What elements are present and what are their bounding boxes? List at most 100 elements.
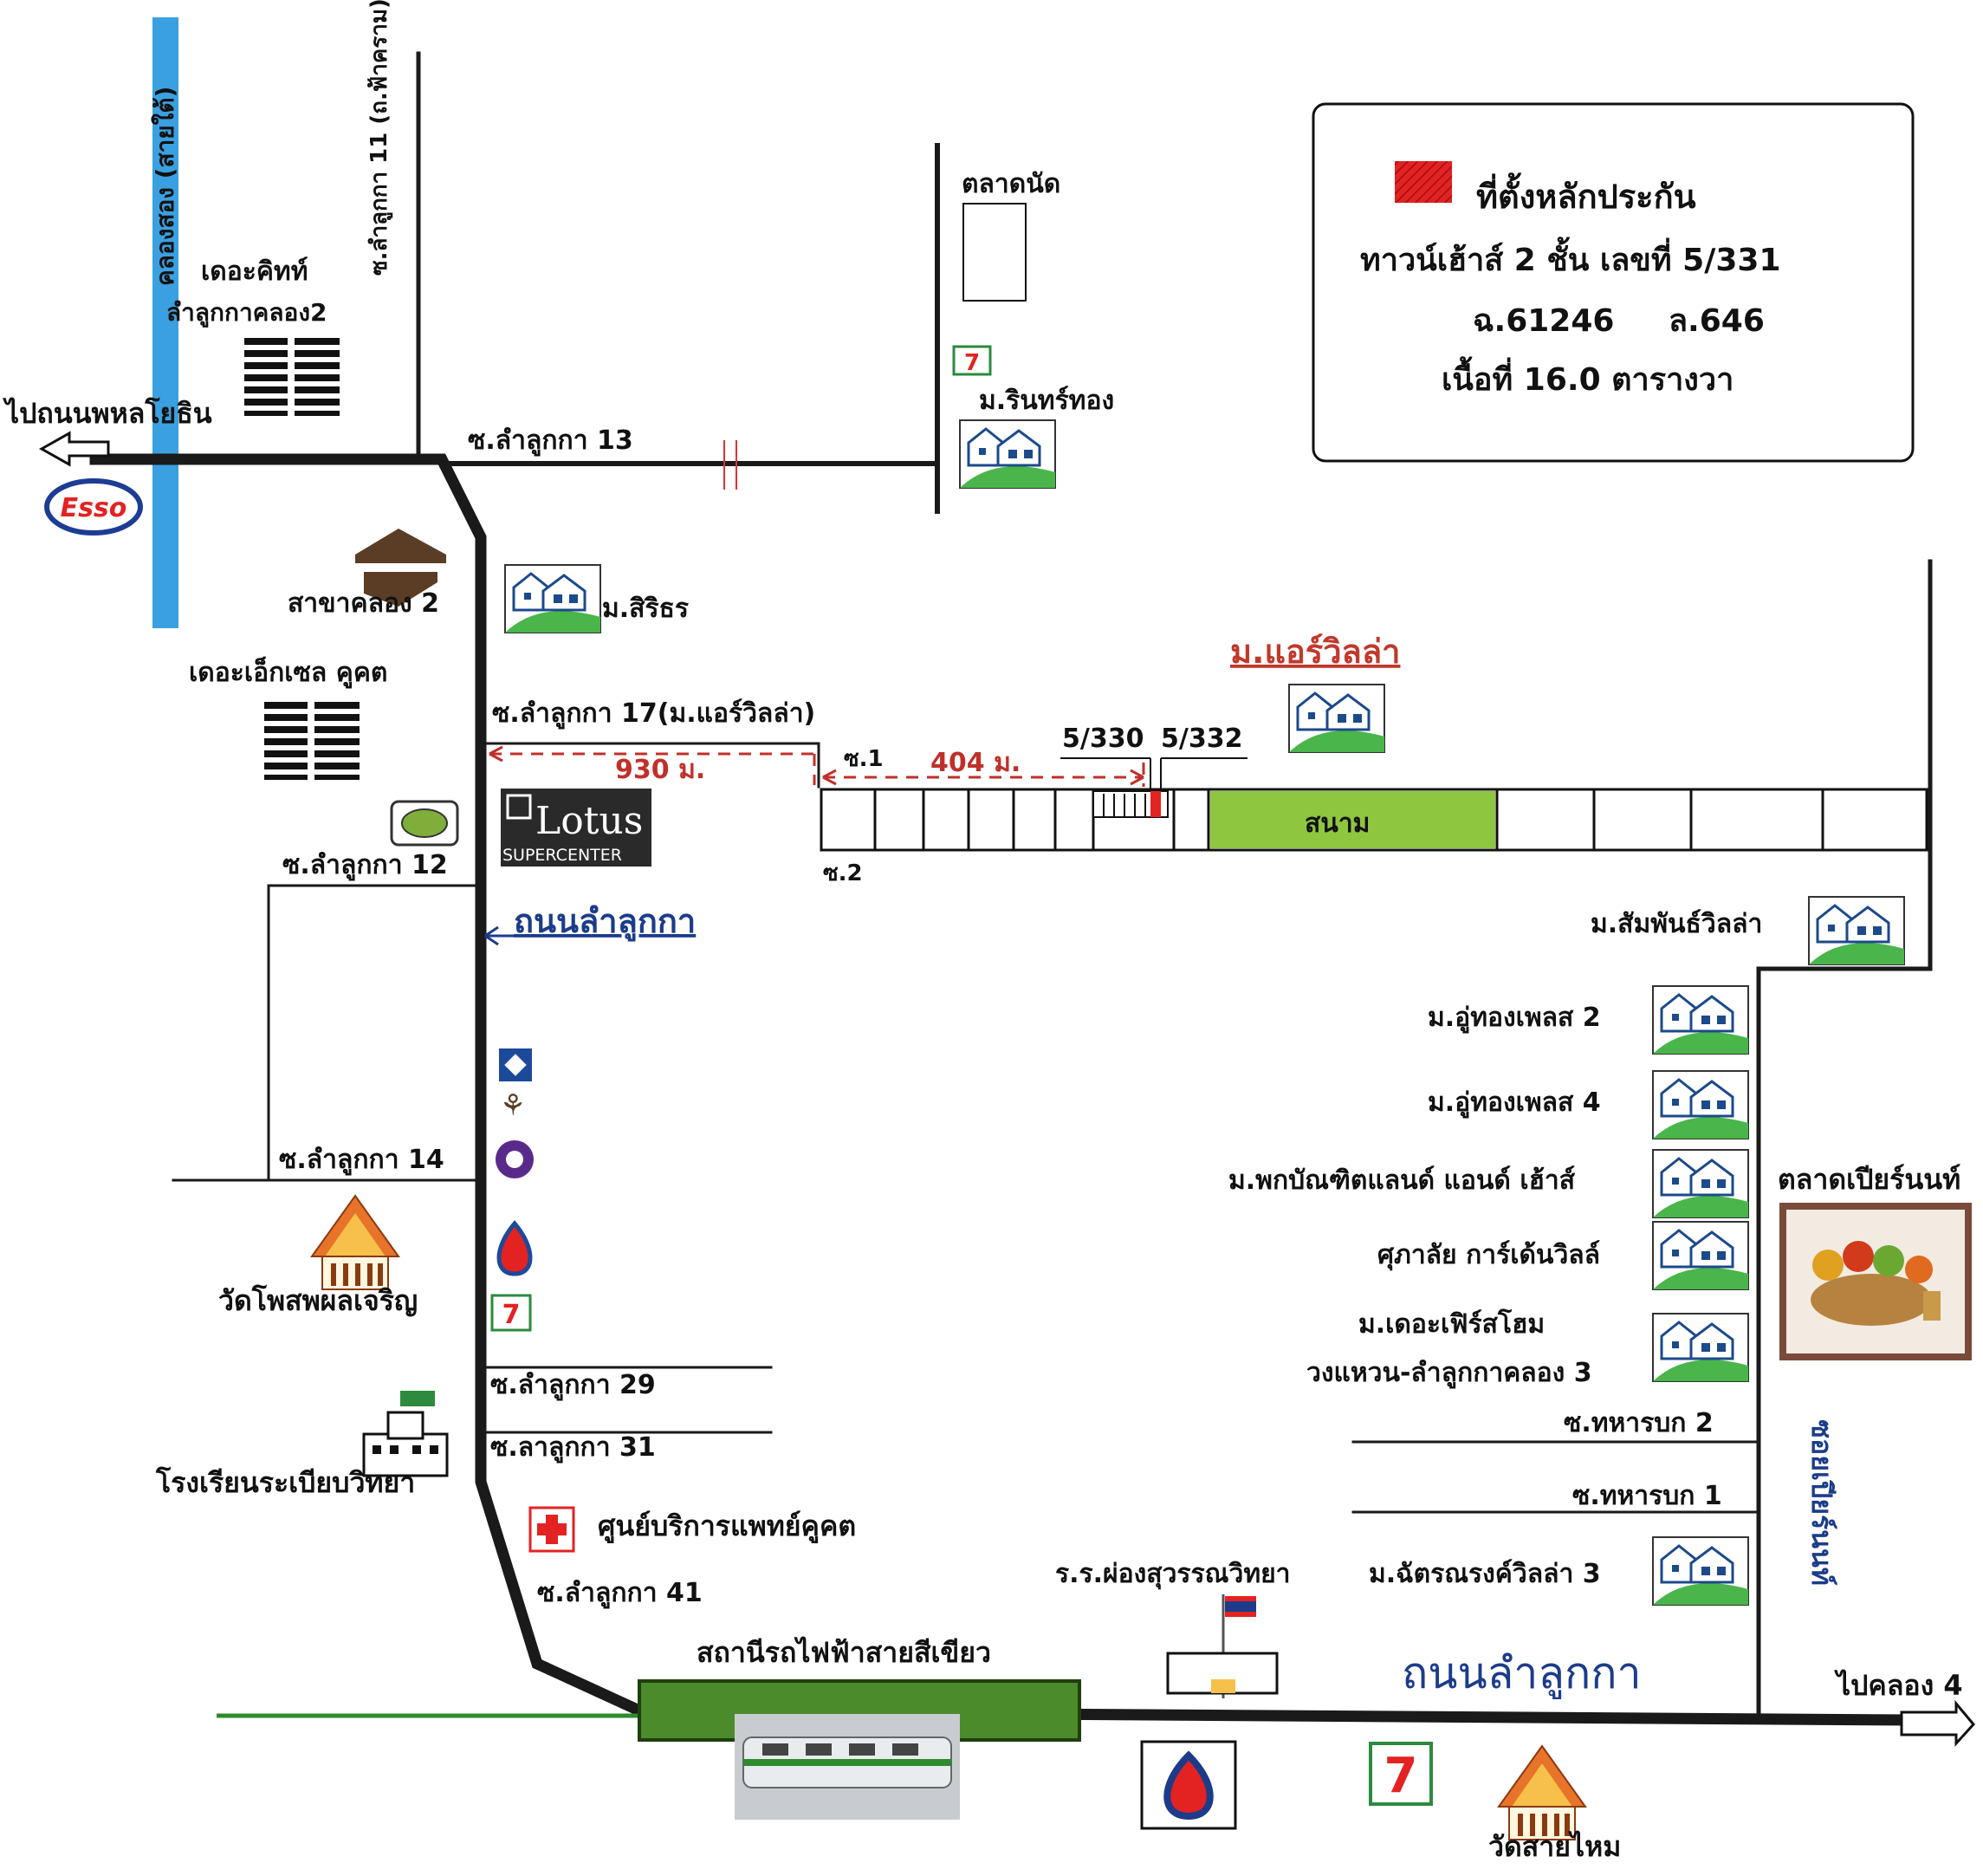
- bank-logo-icon: [355, 529, 446, 607]
- house-icon: [1651, 984, 1750, 1055]
- leaf-logo-icon: [390, 800, 459, 847]
- legend-title: ที่ตั้งหลักประกัน: [1476, 172, 1696, 216]
- target-unit-marker: [1150, 791, 1161, 817]
- house-5-330-label: 5/330: [1062, 724, 1144, 754]
- wat-phot-label: วัดโพสพผลเจริญ: [218, 1284, 418, 1317]
- soi-12-label: ซ.ลำลูกกา 12: [282, 850, 448, 881]
- soi-pearnont-label: ซอยเปียร์นนท์: [1805, 1419, 1838, 1586]
- road-arrow-icon: [484, 925, 520, 946]
- temple-icon: [1498, 1745, 1586, 1840]
- distance-arrow-icon: [489, 745, 503, 763]
- scb-logo-inner: [506, 1151, 523, 1168]
- arrow-right-icon: [1900, 1699, 1975, 1747]
- distance-line-1: [489, 752, 816, 785]
- lotus-logo: [501, 789, 651, 867]
- dcondo-kit-label-2: ลำลูกกาคลอง2: [166, 298, 327, 328]
- first-home-label: ม.เดอะเฟิร์สโฮม: [1358, 1308, 1545, 1340]
- canal: [152, 17, 178, 628]
- house-icon: [1651, 1069, 1750, 1140]
- distance-930-label: 930 ม.: [615, 755, 705, 785]
- thaharnbok-2-label: ซ.ทหารบก 2: [1564, 1408, 1714, 1438]
- ptt-logo-icon: [496, 1220, 533, 1276]
- air-villa-label: ม.แอร์วิลล่า: [1230, 633, 1400, 671]
- building-icon: [264, 702, 360, 780]
- house-icon: [1287, 683, 1386, 754]
- lotus-mark-icon: [506, 794, 532, 820]
- house-icon: [1651, 1148, 1750, 1219]
- talad-pearnont-label: ตลาดเปียร์นนท์: [1778, 1163, 1960, 1196]
- m-siritorn-label: ม.สิริธร: [602, 594, 689, 624]
- distance-404-label: 404 ม.: [930, 748, 1021, 778]
- train-image: [735, 1714, 960, 1820]
- medical-label: ศูนย์บริการแพทย์คูคต: [598, 1509, 856, 1544]
- supalai-label: ศุภาลัย การ์เด้นวิลล์: [1377, 1240, 1600, 1271]
- distance-arrow-icon: [1130, 769, 1144, 786]
- arrow-left-icon: [38, 431, 110, 467]
- legend-box: [1312, 102, 1915, 463]
- bridge-mark: [723, 440, 737, 490]
- distance-arrow-icon: [822, 769, 837, 786]
- bts-station-label: สถานีรถไฟฟ้าสายสีเขียว: [697, 1636, 991, 1669]
- m-chatra-label: ม.ฉัตรณรงค์วิลล่า 3: [1369, 1559, 1601, 1589]
- house-icon: [503, 563, 602, 634]
- soi-41-label: ซ.ลำลูกกา 41: [537, 1578, 703, 1609]
- market-image: [1779, 1203, 1972, 1360]
- distance-line-2: [823, 763, 1145, 787]
- legend-deed: ฉ.61246: [1473, 303, 1614, 339]
- house-5-332-label: 5/332: [1161, 724, 1242, 754]
- field-label: สนาม: [1305, 808, 1370, 839]
- wat-saimai-label: วัดสายไหม: [1488, 1830, 1621, 1863]
- m-sampan-label: ม.สัมพันธ์วิลล่า: [1591, 909, 1762, 939]
- m-pokbandit-label: ม.พกบัณฑิตแลนด์ แอนด์ เฮ้าส์: [1228, 1165, 1576, 1196]
- house-icon: [1651, 1312, 1750, 1383]
- lotus-sub-label: SUPERCENTER: [502, 846, 622, 865]
- target-unit-lines: [1103, 794, 1146, 816]
- bank-emblem-icon: ⚘: [500, 1088, 526, 1123]
- soi-29-label: ซ.ลำลูกกา 29: [490, 1370, 656, 1401]
- svg-text:7: 7: [502, 1300, 521, 1330]
- main-road-bottom-label: ถนนลำลูกกา: [1402, 1648, 1642, 1699]
- soi-11-label: ซ.ลำลูกกา 11 (ถ.ฟ้าคราม): [366, 0, 393, 276]
- house-icon: [1651, 1220, 1750, 1291]
- legend-land-no: ล.646: [1669, 303, 1765, 339]
- main-road-label: ถนนลำลูกกา: [514, 902, 696, 942]
- soi-14-label: ซ.ลำลูกกา 14: [279, 1145, 444, 1176]
- esso-label: Esso: [61, 493, 127, 523]
- m-uthong4-label: ม.อู่ทองเพลส 4: [1428, 1087, 1601, 1119]
- main-road-lamlukka: [89, 453, 1912, 1726]
- temple-icon: [311, 1195, 399, 1290]
- soi-2-label: ซ.2: [823, 860, 863, 886]
- ptt-station-icon: [1140, 1740, 1237, 1830]
- house-icon: [958, 419, 1057, 490]
- school-flag-icon: [1166, 1594, 1279, 1698]
- house-icon: [1807, 895, 1906, 966]
- talad-nud-label: ตลาดนัด: [962, 169, 1060, 199]
- legend-line-1: ทาวน์เฮ้าส์ 2 ชั้น เลขที่ 5/331: [1360, 237, 1781, 278]
- seven-eleven-icon: 7: [1369, 1742, 1433, 1806]
- school-phong-label: ร.ร.ผ่องสุวรรณวิทยา: [1055, 1559, 1291, 1590]
- house-icon: [1651, 1535, 1750, 1607]
- soi-31-label: ซ.ลาลูกกา 31: [490, 1432, 656, 1464]
- school-rabiab-label: โรงเรียนระเบียบวิทยา: [155, 1466, 415, 1499]
- lotus-label: Lotus: [535, 799, 643, 843]
- excel-label: เดอะเอ็กเซล คูคต: [189, 656, 387, 689]
- seven-eleven-icon: 7: [490, 1294, 532, 1332]
- medical-cross-icon: [528, 1506, 575, 1553]
- m-rinthong-label: ม.รินทร์ทอง: [979, 386, 1114, 416]
- m-uthong2-label: ม.อู่ทองเพลส 2: [1428, 1003, 1601, 1034]
- canal-label: คลองสอง (สายใต้): [151, 87, 179, 286]
- soi-17-label: ซ.ลำลูกกา 17(ม.แอร์วิลล่า): [492, 698, 815, 730]
- collateral-marker-icon: [1395, 161, 1452, 203]
- building-icon: [244, 338, 340, 416]
- seven-eleven-icon: 7: [952, 345, 992, 376]
- dcondo-kit-label: เดอะคิทท์: [201, 256, 308, 287]
- thaharnbok-1-label: ซ.ทหารบก 1: [1572, 1481, 1722, 1511]
- svg-text:7: 7: [1384, 1748, 1418, 1804]
- talad-nud-box: [962, 203, 1027, 302]
- to-khlong4-label: ไปคลอง 4: [1834, 1669, 1963, 1702]
- school-icon: [362, 1391, 449, 1477]
- legend-area: เนื้อที่ 16.0 ตารางวา: [1442, 356, 1734, 398]
- to-phahon-label: ไปถนนพหลโยธิน: [3, 397, 212, 430]
